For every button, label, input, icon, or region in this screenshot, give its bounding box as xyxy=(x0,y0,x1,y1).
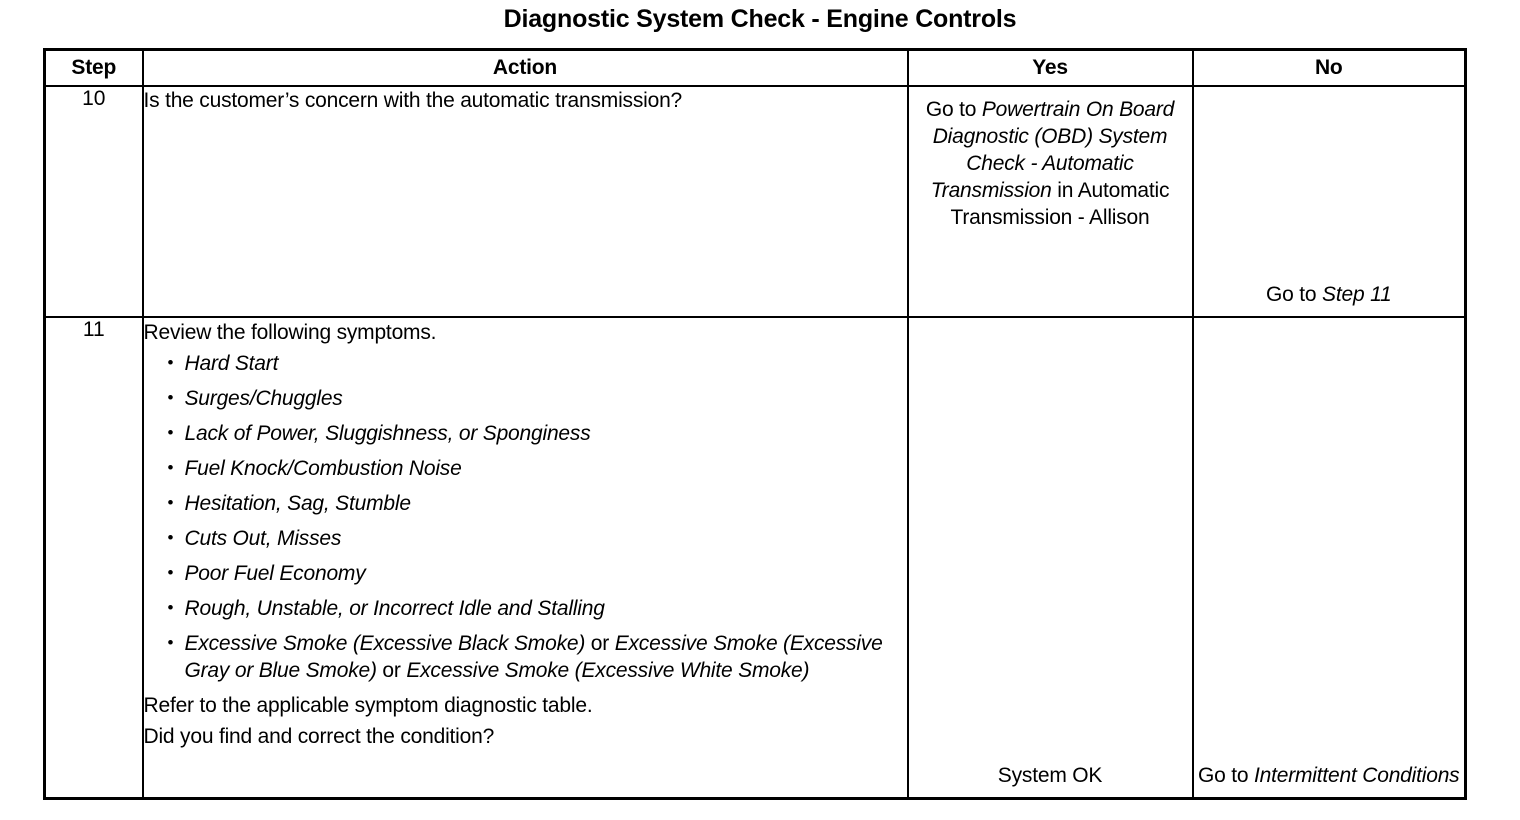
smoke-conjunction: or xyxy=(376,658,407,682)
no-goto-prefix: Go to xyxy=(1266,282,1323,306)
step-number: 11 xyxy=(43,315,144,800)
action-closing-line-1: Refer to the applicable symptom diagnost… xyxy=(143,693,593,717)
symptom-list: Hard Start Surges/Chuggles Lack of Power… xyxy=(144,349,907,684)
no-cell: Go to Step 11 xyxy=(1191,85,1467,318)
no-reference-step: Step 11 xyxy=(1322,282,1392,306)
list-item: Cuts Out, Misses xyxy=(144,524,907,552)
symptom-label: Surges/Chuggles xyxy=(184,386,343,410)
list-item: Lack of Power, Sluggishness, or Spongine… xyxy=(144,419,907,447)
table-row: 11 Review the following symptoms. Hard S… xyxy=(43,315,1467,800)
symptom-label: Rough, Unstable, or Incorrect Idle and S… xyxy=(184,596,605,620)
action-intro: Review the following symptoms. xyxy=(143,320,437,344)
yes-cell: Go to Powertrain On Board Diagnostic (OB… xyxy=(906,85,1194,318)
table-row: 10 Is the customer’s concern with the au… xyxy=(43,85,1467,318)
yes-cell: System OK xyxy=(906,315,1194,800)
yes-result-text: System OK xyxy=(997,764,1103,787)
list-item: Fuel Knock/Combustion Noise xyxy=(144,454,907,482)
list-item: Surges/Chuggles xyxy=(144,384,907,412)
column-header-step: Step xyxy=(43,48,144,88)
column-header-no: No xyxy=(1191,48,1467,88)
symptom-label: Cuts Out, Misses xyxy=(184,526,342,550)
yes-goto-prefix: Go to xyxy=(925,98,982,122)
symptom-label: Hard Start xyxy=(184,351,279,375)
smoke-reference-white: Excessive Smoke (Excessive White Smoke) xyxy=(406,658,810,682)
list-item: Excessive Smoke (Excessive Black Smoke) … xyxy=(144,629,907,684)
action-closing-line-2: Did you find and correct the condition? xyxy=(143,724,495,748)
page-title: Diagnostic System Check - Engine Control… xyxy=(503,5,1017,33)
step-number: 10 xyxy=(43,85,144,318)
column-header-action: Action xyxy=(141,48,909,88)
smoke-reference-gray-blue: Excessive Smoke (Excessive Gray or Blue … xyxy=(184,631,883,682)
yes-reference-title: Powertrain On Board Diagnostic (OBD) Sys… xyxy=(930,98,1175,203)
yes-section-title: Automatic Transmission - Allison xyxy=(950,179,1170,230)
no-goto-prefix: Go to xyxy=(1197,764,1254,787)
table-header-row: Step Action Yes No xyxy=(43,48,1467,88)
diagnostic-table: Step Action Yes No 10 Is the customer’s … xyxy=(43,48,1467,800)
column-header-yes: Yes xyxy=(906,48,1194,88)
no-goto-block: Go to Intermittent Conditions xyxy=(1194,762,1465,789)
no-cell: Go to Intermittent Conditions xyxy=(1191,315,1467,800)
no-reference-title: Intermittent Conditions xyxy=(1253,764,1460,787)
no-goto-block: Go to Step 11 xyxy=(1194,281,1465,308)
action-cell: Is the customer’s concern with the autom… xyxy=(141,85,909,318)
action-question: Is the customer’s concern with the autom… xyxy=(143,89,683,113)
list-item: Poor Fuel Economy xyxy=(144,559,907,587)
list-item: Hard Start xyxy=(144,349,907,377)
action-cell: Review the following symptoms. Hard Star… xyxy=(141,315,909,800)
yes-connector: in xyxy=(1051,179,1078,203)
list-item: Rough, Unstable, or Incorrect Idle and S… xyxy=(144,594,907,622)
list-item: Hesitation, Sag, Stumble xyxy=(144,489,907,517)
smoke-conjunction: or xyxy=(585,631,615,655)
smoke-reference-black: Excessive Smoke (Excessive Black Smoke) xyxy=(184,631,586,655)
symptom-label: Fuel Knock/Combustion Noise xyxy=(184,456,462,480)
symptom-label: Hesitation, Sag, Stumble xyxy=(184,491,412,515)
symptom-label: Poor Fuel Economy xyxy=(184,561,366,585)
symptom-label: Lack of Power, Sluggishness, or Spongine… xyxy=(184,421,591,445)
